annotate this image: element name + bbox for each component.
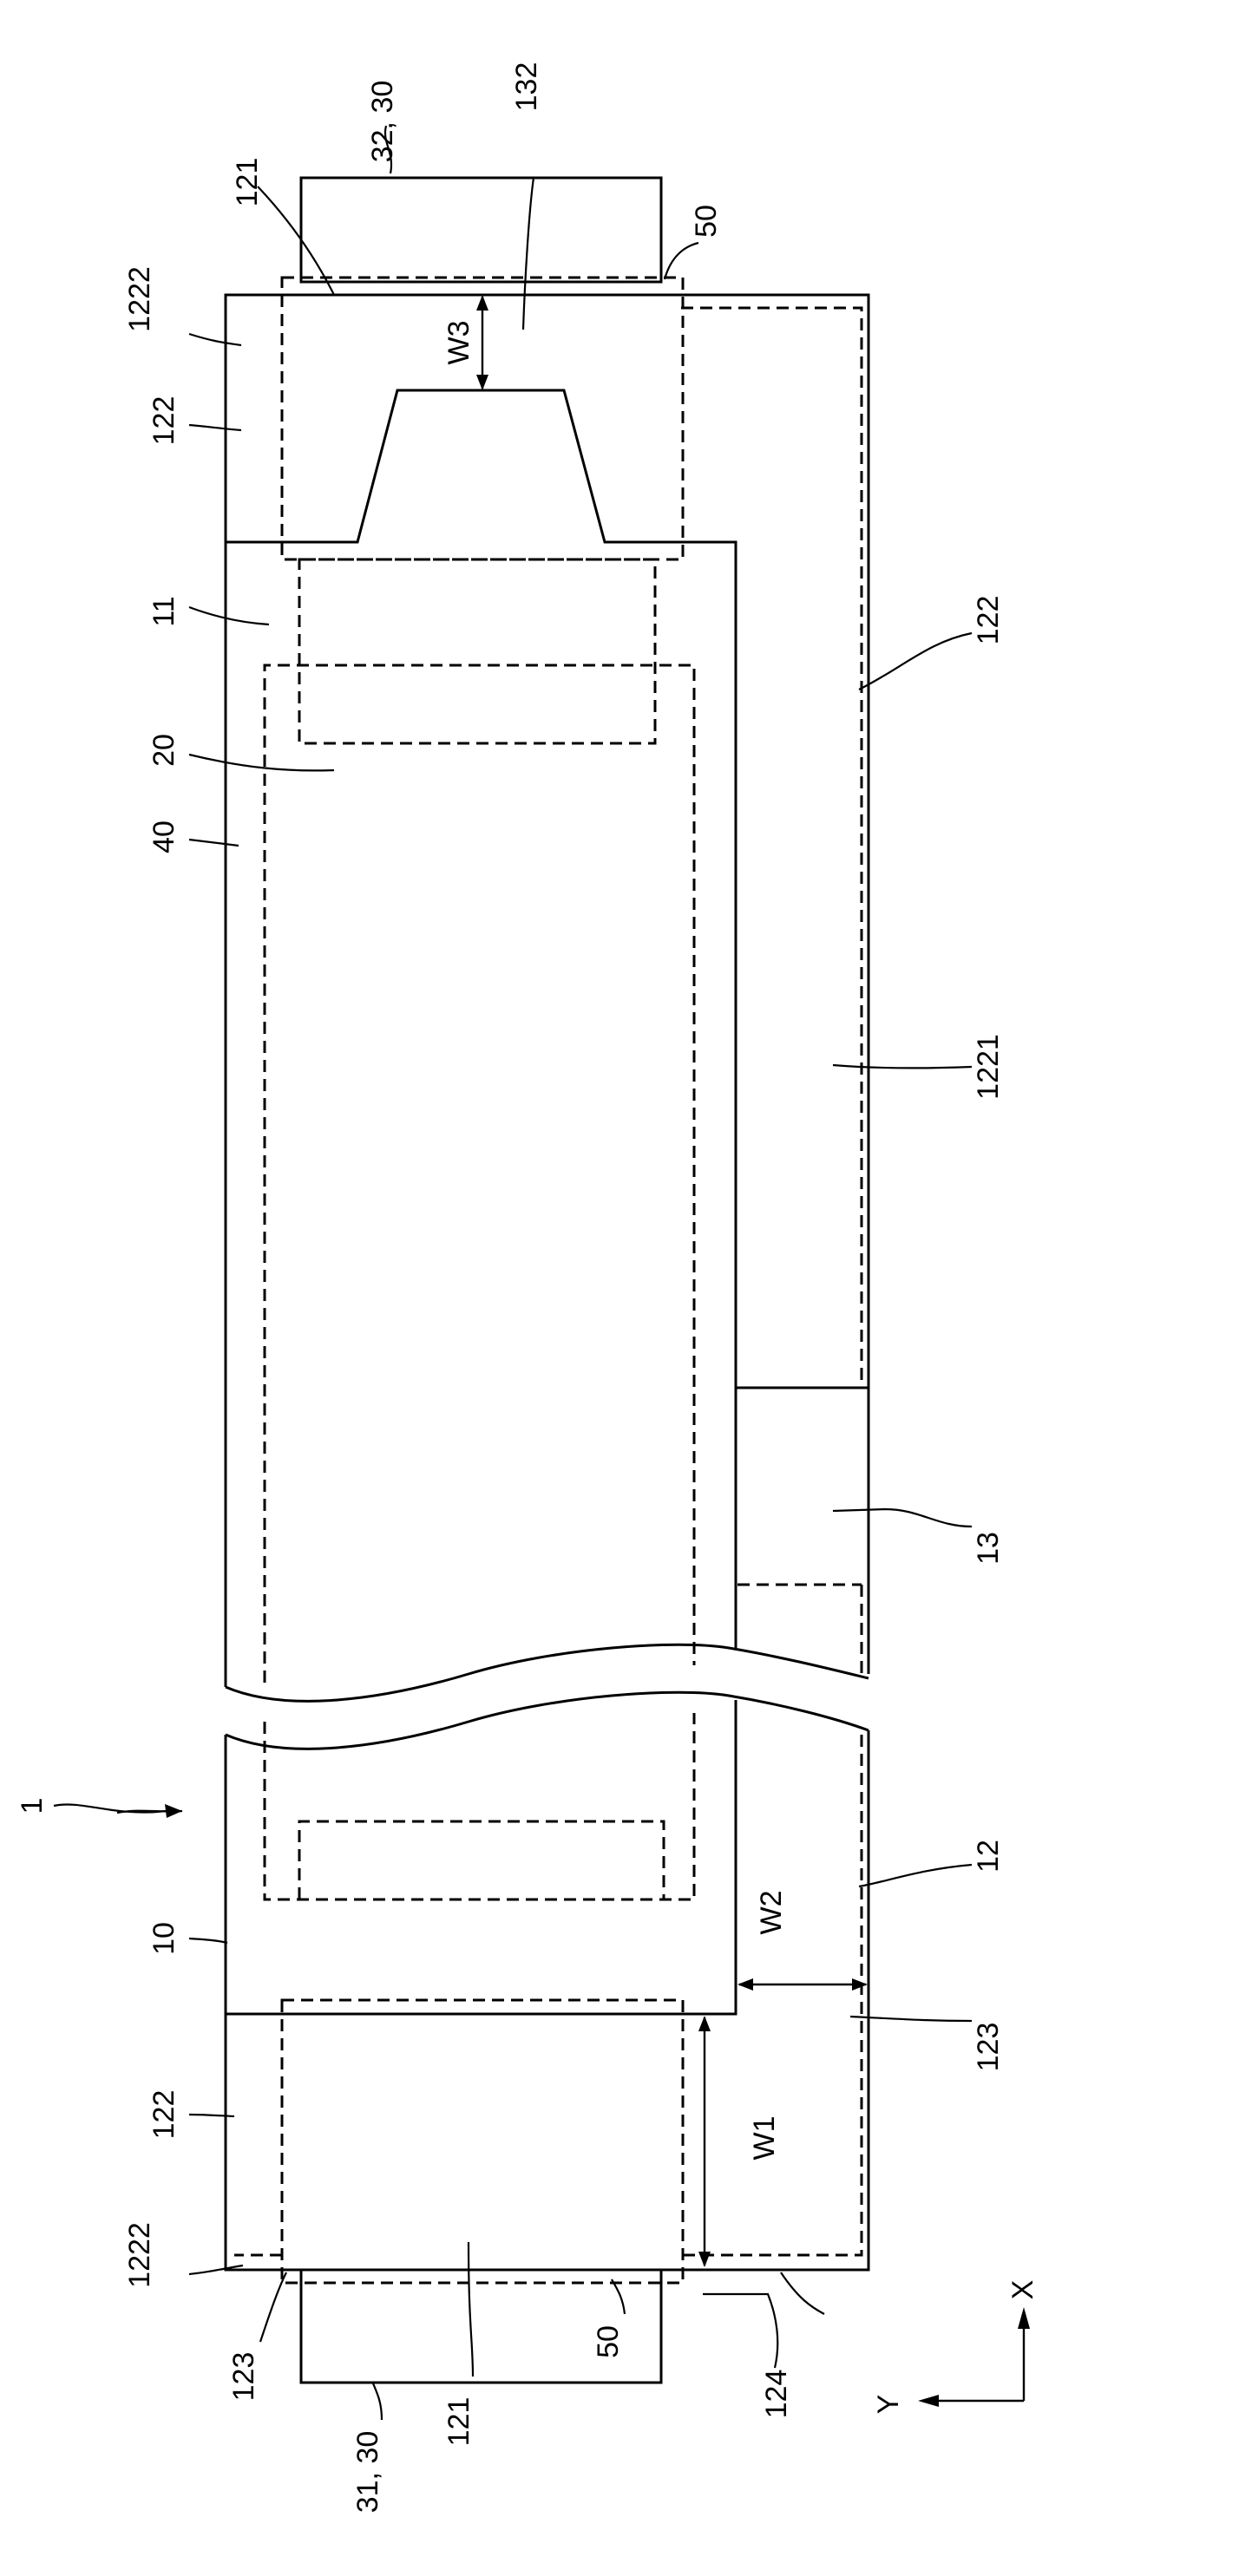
axis-indicator bbox=[918, 2307, 1030, 2407]
break-wave-upper bbox=[226, 1644, 869, 1701]
label-13: 13 bbox=[972, 1532, 1005, 1565]
top-terminal-tab bbox=[301, 178, 661, 282]
label-axis-x: X bbox=[1006, 2280, 1039, 2300]
dimension-w3 bbox=[476, 295, 488, 390]
dimension-w1 bbox=[698, 2016, 711, 2267]
diagram-labels: 32, 30 132 121 50 W3 1222 122 11 20 40 1… bbox=[16, 62, 1039, 2514]
upper-section bbox=[226, 178, 869, 1701]
label-122-right: 122 bbox=[972, 596, 1005, 645]
electrode-sheet-lower bbox=[226, 1700, 736, 2014]
seal-inner-lower bbox=[681, 1735, 862, 2255]
dimension-w2 bbox=[737, 1978, 868, 1991]
label-10: 10 bbox=[147, 1922, 180, 1955]
label-1: 1 bbox=[16, 1798, 49, 1814]
label-w3: W3 bbox=[442, 321, 475, 365]
leader-lines bbox=[117, 126, 972, 2420]
label-w2: W2 bbox=[755, 1891, 788, 1935]
lower-section bbox=[226, 1692, 869, 2383]
label-1221: 1221 bbox=[972, 1034, 1005, 1100]
label-121-bottom: 121 bbox=[442, 2397, 475, 2447]
inner-tab-box-lower bbox=[299, 1821, 664, 1899]
label-1222-top: 1222 bbox=[123, 266, 156, 332]
label-124: 124 bbox=[760, 2370, 793, 2419]
label-50-top: 50 bbox=[690, 205, 723, 238]
label-121-top: 121 bbox=[231, 158, 264, 207]
label-11: 11 bbox=[147, 596, 180, 626]
electrode-sheet-upper bbox=[226, 390, 736, 1648]
seal-inner-upper bbox=[681, 308, 862, 1388]
label-tab-top: 32, 30 bbox=[366, 81, 399, 163]
label-132: 132 bbox=[510, 62, 543, 112]
electrode-body-lower bbox=[265, 1713, 694, 1899]
inner-tab-box-upper bbox=[299, 559, 655, 743]
label-50-bottom: 50 bbox=[592, 2325, 625, 2358]
electrode-body-upper bbox=[265, 665, 694, 1683]
label-122-top-left: 122 bbox=[147, 396, 180, 446]
label-1-arrow bbox=[54, 1804, 182, 1818]
label-tab-bottom: 31, 30 bbox=[351, 2431, 384, 2514]
label-12: 12 bbox=[972, 1840, 1005, 1873]
label-w1: W1 bbox=[748, 2116, 781, 2161]
label-20: 20 bbox=[147, 734, 180, 767]
label-122-bottom-left: 122 bbox=[147, 2090, 180, 2140]
label-123-right: 123 bbox=[972, 2023, 1005, 2072]
label-1222-bottom: 1222 bbox=[123, 2222, 156, 2288]
label-axis-y: Y bbox=[872, 2395, 905, 2415]
outer-case-upper bbox=[226, 295, 869, 1687]
label-40: 40 bbox=[147, 821, 180, 853]
insulating-tape-bottom bbox=[282, 2000, 683, 2283]
label-123-left: 123 bbox=[227, 2352, 260, 2402]
